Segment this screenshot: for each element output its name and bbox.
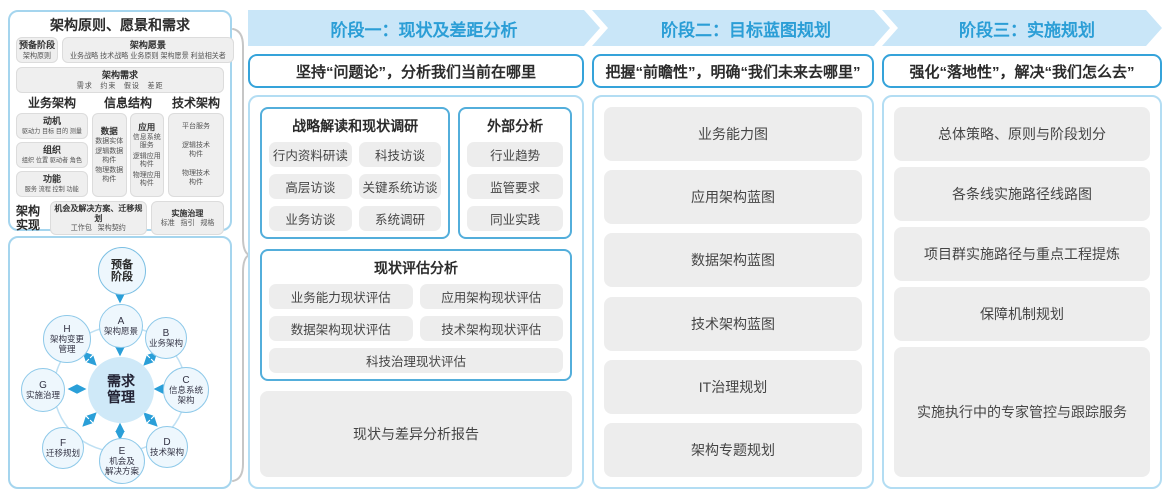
external-item: 监管要求 (467, 173, 563, 199)
deliverable-item: IT治理规划 (604, 359, 862, 414)
adm-center-requirements-management: 需求 管理 (88, 357, 154, 423)
evaluation-item: 科技治理现状评估 (269, 347, 563, 373)
adm-node-b-business: B 业务架构 (145, 317, 187, 359)
deliverable-item: 保障机制规划 (894, 287, 1150, 341)
deliverable-item: 业务能力图 (604, 107, 862, 161)
evaluation-item: 应用架构现状评估 (419, 283, 563, 309)
deliverable-item: 技术架构蓝图 (604, 296, 862, 351)
research-item: 行内资料研读 (269, 142, 352, 167)
gap-analysis-report-box: 现状与差异分析报告 (260, 390, 572, 478)
evaluation-item: 业务能力现状评估 (269, 283, 413, 309)
motivation-box: 动机 驱动力 目标 目的 测量 (16, 113, 88, 139)
organization-box: 组织 组织 位置 驱动者 角色 (16, 142, 88, 168)
research-item: 系统调研 (358, 205, 442, 231)
application-column: 应用 信息系统服务 逻辑应用构件 物理应用构件 (129, 113, 164, 197)
adm-node-h-change-management: H 架构变更 管理 (43, 315, 91, 363)
adm-node-a-vision: A 架构愿景 (99, 304, 143, 348)
deliverable-item: 架构专题规划 (604, 422, 862, 477)
deliverable-item: 各条线实施路径线路图 (894, 167, 1150, 221)
deliverable-item: 数据架构蓝图 (604, 233, 862, 288)
architecture-implementation-label: 架构实现 (16, 204, 41, 232)
data-column: 数据 数据实体 逻辑数据构件 物理数据构件 (92, 113, 127, 197)
adm-node-d-technology: D 技术架构 (146, 426, 188, 468)
adm-node-g-governance: G 实施治理 (21, 368, 65, 412)
deliverable-item: 实施执行中的专家管控与跟踪服务 (894, 347, 1150, 477)
research-item: 关键系统访谈 (358, 173, 442, 199)
deliverable-item: 总体策略、原则与阶段划分 (894, 107, 1150, 161)
evaluation-item: 技术架构现状评估 (419, 315, 563, 341)
information-structure-section: 信息结构 数据 数据实体 逻辑数据构件 物理数据构件 应用 信息系统服务 逻辑应… (92, 97, 164, 197)
research-item: 业务访谈 (269, 205, 352, 231)
panel-title: 架构原则、愿景和需求 (50, 17, 190, 33)
evaluation-item: 数据架构现状评估 (269, 315, 413, 341)
adm-node-e-opportunities: E 机会及 解决方案 (99, 438, 145, 484)
phase-1-header-band: 阶段一：现状及差距分析 (248, 10, 600, 46)
adm-cycle-panel: 预备 阶段 A 架构愿景 B 业务架构 C 信息系统 架构 D 技术架构 E 机… (8, 236, 232, 489)
strategy-research-group: 战略解读和现状调研 行内资料研读 科技访谈 高层访谈 关键系统访谈 业务访谈 系… (260, 107, 451, 239)
business-architecture-section: 业务架构 动机 驱动力 目标 目的 测量 组织 组织 位置 驱动者 角色 功能 … (16, 97, 88, 197)
external-item: 同业实践 (467, 205, 563, 231)
deliverable-item: 项目群实施路径与重点工程提炼 (894, 227, 1150, 281)
architecture-vision-box: 架构愿景 业务战略 技术战略 业务原则 架构愿景 利益相关者 (62, 37, 234, 63)
adm-node-f-migration: F 迁移规划 (42, 427, 84, 469)
adm-node-c-information-systems: C 信息系统 架构 (163, 367, 209, 413)
technology-architecture-section: 技术架构 平台服务 逻辑技术构件 物理技术构件 (168, 97, 224, 197)
research-item: 高层访谈 (269, 173, 352, 199)
phase-2-content: 业务能力图 应用架构蓝图 数据架构蓝图 技术架构蓝图 IT治理规划 架构专题规划 (592, 95, 874, 489)
phase-1-subtitle: 坚持“问题论”，分析我们当前在哪里 (248, 54, 584, 88)
deliverable-item: 应用架构蓝图 (604, 170, 862, 225)
function-box: 功能 服务 流程 控制 功能 (16, 171, 88, 197)
phase-3-subtitle: 强化“落地性”，解决“我们怎么去” (882, 54, 1162, 88)
phase-3-content: 总体策略、原则与阶段划分 各条线实施路径线路图 项目群实施路径与重点工程提炼 保… (882, 95, 1162, 489)
phase-3-header-band: 阶段三：实施规划 (882, 10, 1162, 46)
phase-2-subtitle: 把握“前瞻性”，明确“我们未来去哪里” (592, 54, 874, 88)
external-item: 行业趋势 (467, 142, 563, 167)
phase-1-content: 战略解读和现状调研 行内资料研读 科技访谈 高层访谈 关键系统访谈 业务访谈 系… (248, 95, 584, 489)
prep-phase-box: 预备阶段 架构原则 (16, 37, 59, 63)
technology-column: 平台服务 逻辑技术构件 物理技术构件 (168, 113, 224, 197)
opportunities-migration-box: 机会及解决方案、迁移规划 工作包 架构契约 (50, 201, 147, 235)
current-state-evaluation-group: 现状评估分析 业务能力现状评估 应用架构现状评估 数据架构现状评估 技术架构现状… (260, 248, 572, 381)
implementation-governance-box: 实施治理 标准 指引 规格 (150, 201, 224, 235)
architecture-requirements-box: 架构需求 需求 约束 假设 差距 (16, 67, 224, 93)
external-analysis-group: 外部分析 行业趋势 监管要求 同业实践 (458, 107, 572, 239)
research-item: 科技访谈 (358, 142, 442, 167)
architecture-content-panel: 架构原则、愿景和需求 预备阶段 架构原则 架构愿景 业务战略 技术战略 业务原则… (8, 10, 234, 235)
adm-node-preparation: 预备 阶段 (98, 247, 146, 295)
phase-2-header-band: 阶段二：目标蓝图规划 (592, 10, 890, 46)
